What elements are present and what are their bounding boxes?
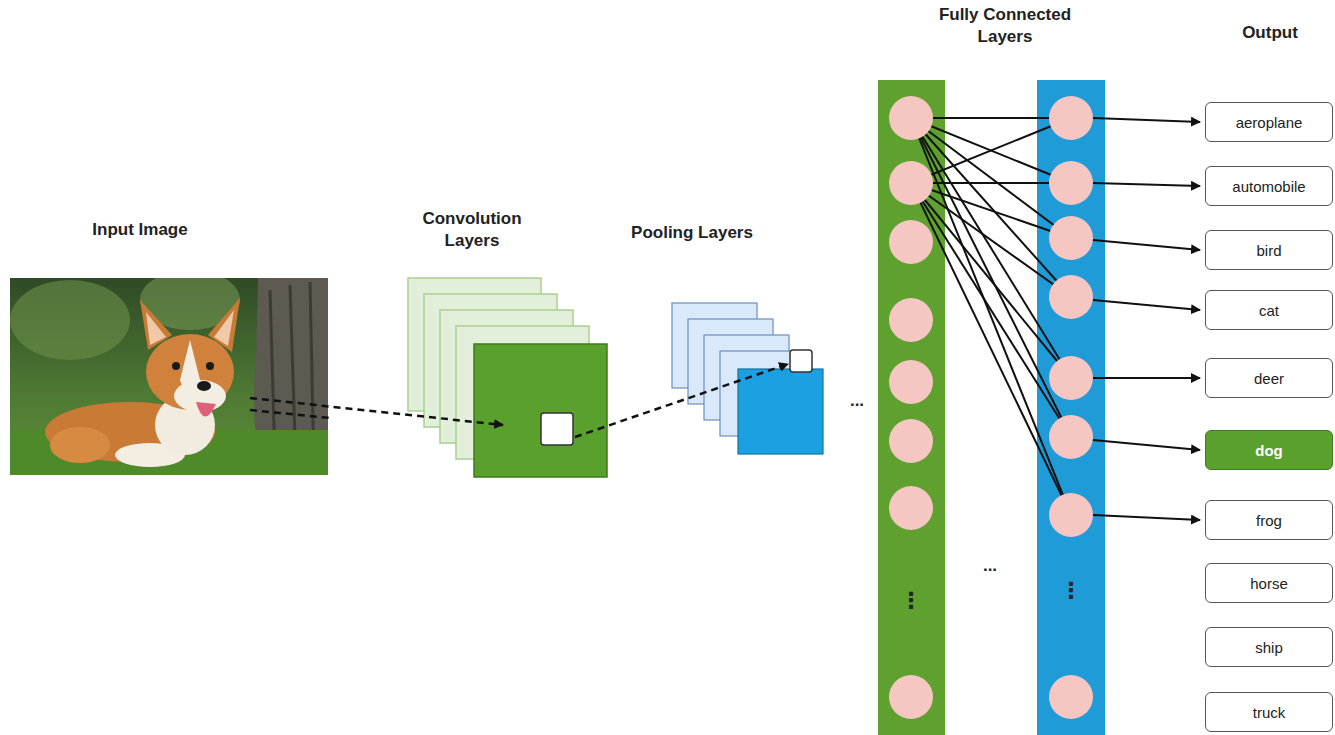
neuron bbox=[889, 96, 933, 140]
neuron bbox=[889, 360, 933, 404]
dog-ear-inner bbox=[146, 312, 166, 345]
output-arrows bbox=[1093, 118, 1200, 520]
photo-foliage bbox=[10, 280, 130, 360]
neurons-layer-2 bbox=[1049, 96, 1093, 719]
dashed-arrow bbox=[250, 398, 503, 425]
layer-label: Output bbox=[1210, 22, 1330, 44]
dog-eye bbox=[172, 362, 180, 370]
class-box: deer bbox=[1205, 358, 1333, 398]
class-name: cat bbox=[1259, 302, 1279, 319]
neuron bbox=[1049, 216, 1093, 260]
dense-layer-band bbox=[1037, 80, 1105, 735]
class-name: deer bbox=[1254, 370, 1284, 387]
class-name: automobile bbox=[1232, 178, 1305, 195]
layer-label: ⋮ bbox=[1056, 578, 1086, 604]
weight-line bbox=[911, 118, 1071, 297]
neuron bbox=[1049, 356, 1093, 400]
class-name: dog bbox=[1255, 442, 1283, 459]
neuron bbox=[1049, 275, 1093, 319]
weight-line bbox=[911, 118, 1071, 183]
weight-line bbox=[911, 183, 1071, 515]
layer-label: ... bbox=[837, 390, 877, 412]
dog-eye bbox=[206, 362, 214, 370]
layer-label: ⋮ bbox=[896, 588, 926, 614]
class-box: automobile bbox=[1205, 166, 1333, 206]
class-name: aeroplane bbox=[1236, 114, 1303, 131]
class-box: horse bbox=[1205, 563, 1333, 603]
output-arrow bbox=[1093, 240, 1200, 250]
output-arrow bbox=[1093, 118, 1200, 122]
predicted-class-box: dog bbox=[1205, 430, 1333, 470]
layer-label: Pooling Layers bbox=[592, 222, 792, 244]
class-name: truck bbox=[1253, 704, 1286, 721]
output-arrow bbox=[1093, 377, 1200, 379]
class-name: bird bbox=[1256, 242, 1281, 259]
weight-line bbox=[911, 117, 1071, 119]
pooled-map-front bbox=[738, 369, 823, 454]
weight-line bbox=[911, 118, 1071, 515]
class-box: aeroplane bbox=[1205, 102, 1333, 142]
neuron bbox=[889, 220, 933, 264]
dog-tongue bbox=[196, 402, 216, 417]
class-box: bird bbox=[1205, 230, 1333, 270]
class-box: frog bbox=[1205, 500, 1333, 540]
class-name: frog bbox=[1256, 512, 1282, 529]
weight-line bbox=[911, 118, 1071, 437]
output-arrow bbox=[1093, 183, 1200, 186]
class-box: cat bbox=[1205, 290, 1333, 330]
layer-label: Fully Connected Layers bbox=[925, 4, 1085, 48]
class-name: horse bbox=[1250, 575, 1288, 592]
dog-leg bbox=[50, 427, 110, 463]
feature-map-front bbox=[474, 344, 607, 477]
class-box: ship bbox=[1205, 627, 1333, 667]
neuron bbox=[889, 419, 933, 463]
neuron bbox=[1049, 415, 1093, 459]
output-arrow bbox=[1093, 440, 1200, 450]
dog-photo bbox=[10, 278, 328, 475]
weight-line bbox=[911, 183, 1071, 437]
neurons-layer-1 bbox=[889, 96, 933, 719]
weight-line bbox=[911, 118, 1071, 378]
dog-nose bbox=[197, 381, 211, 391]
dashed-line bbox=[250, 410, 330, 418]
neuron bbox=[1049, 675, 1093, 719]
neuron bbox=[889, 675, 933, 719]
output-arrow bbox=[1093, 300, 1200, 310]
dense-connections bbox=[911, 118, 1071, 515]
dog-ear-inner bbox=[214, 310, 234, 346]
output-arrow bbox=[1093, 515, 1200, 520]
neuron bbox=[1049, 493, 1093, 537]
pool-window bbox=[790, 350, 812, 372]
neuron bbox=[889, 486, 933, 530]
neuron bbox=[1049, 96, 1093, 140]
class-name: ship bbox=[1255, 639, 1283, 656]
layer-label: Convolution Layers bbox=[410, 208, 535, 252]
layer-label: ... bbox=[970, 555, 1010, 577]
layer-label: Input Image bbox=[40, 219, 240, 241]
weight-line bbox=[911, 118, 1071, 183]
neuron bbox=[889, 298, 933, 342]
dashed-arrow bbox=[575, 364, 788, 437]
neuron bbox=[889, 161, 933, 205]
kernel-window bbox=[541, 413, 573, 445]
weight-line bbox=[911, 183, 1071, 238]
neuron bbox=[1049, 161, 1093, 205]
class-box: truck bbox=[1205, 692, 1333, 732]
weight-line bbox=[911, 182, 1071, 184]
